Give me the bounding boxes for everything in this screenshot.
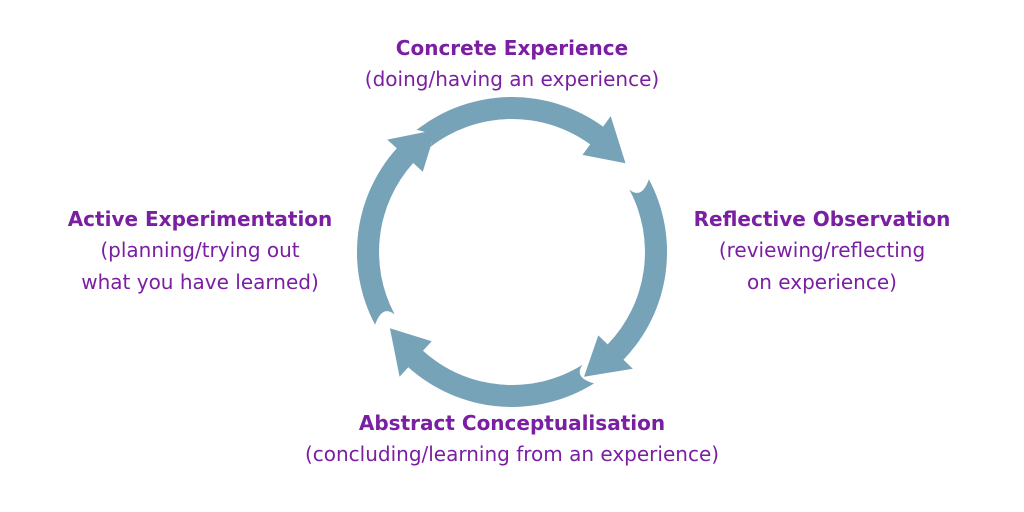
arrow-active-to-concrete	[356, 129, 436, 325]
arrow-concrete-to-reflective	[416, 97, 626, 164]
stage-description-line-1: (reviewing/reflecting	[718, 238, 926, 262]
stage-title: Concrete Experience	[395, 36, 629, 60]
stage-title: Abstract Conceptualisation	[358, 411, 666, 435]
stage-description: (concluding/learning from an experience)	[304, 442, 720, 466]
stage-description-line-1: (planning/trying out	[100, 238, 300, 262]
stage-description-line-2: on experience)	[747, 270, 897, 294]
arrow-abstract-to-active	[389, 328, 595, 407]
stage-title: Active Experimentation	[67, 207, 333, 231]
stage-active-experimentation: Active Experimentation (planning/trying …	[50, 204, 350, 298]
stage-concrete-experience: Concrete Experience (doing/having an exp…	[312, 33, 712, 95]
stage-description-line-2: what you have learned)	[81, 270, 319, 294]
stage-title: Reflective Observation	[693, 207, 951, 231]
stage-description: (doing/having an experience)	[364, 67, 660, 91]
stage-reflective-observation: Reflective Observation (reviewing/reflec…	[672, 204, 972, 298]
arrow-group	[356, 97, 668, 407]
arrow-reflective-to-abstract	[584, 179, 668, 377]
stage-abstract-conceptualisation: Abstract Conceptualisation (concluding/l…	[262, 408, 762, 470]
